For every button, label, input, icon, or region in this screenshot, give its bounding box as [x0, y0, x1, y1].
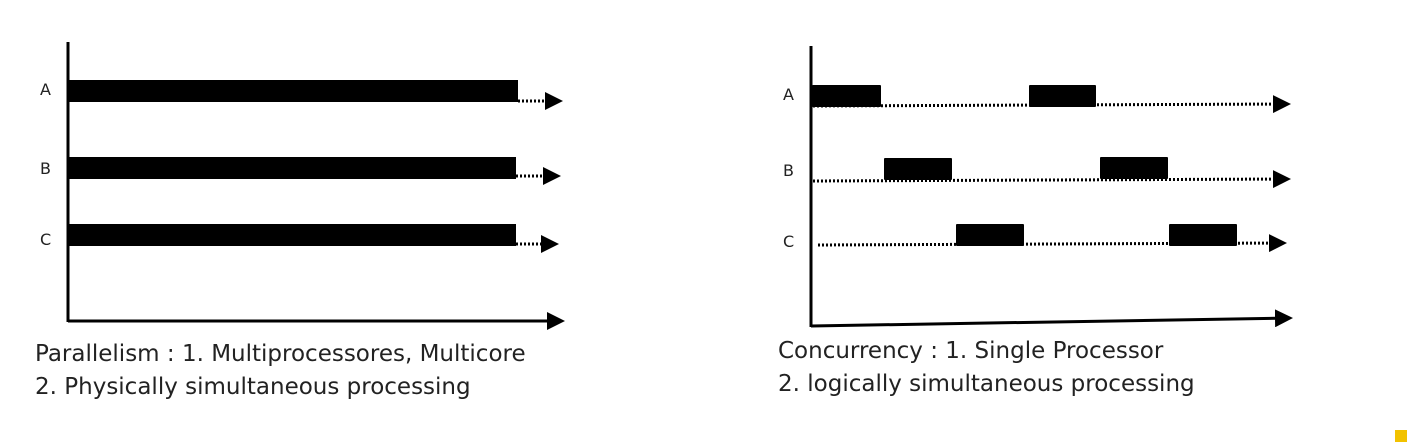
- concurrency-slice-c1: [956, 224, 1024, 246]
- concurrency-slice-a1: [812, 85, 881, 107]
- concurrency-caption: Concurrency : 1. Single Processor 2. log…: [778, 335, 1195, 401]
- concurrency-caption-line-2: 2. logically simultaneous processing: [778, 371, 1195, 397]
- corner-accent-mark: [1395, 430, 1407, 442]
- parallelism-row-label-a: A: [40, 80, 51, 99]
- concurrency-x-axis: [810, 309, 1293, 328]
- concurrency-slice-b2: [1100, 157, 1168, 179]
- concurrency-caption-line-1: Concurrency : 1. Single Processor: [778, 338, 1164, 364]
- parallelism-caption-line-2: 2. Physically simultaneous processing: [35, 374, 471, 400]
- concurrency-panel: A B C: [783, 46, 1293, 328]
- parallelism-panel: A B C: [40, 42, 565, 330]
- concurrency-row-label-a: A: [783, 85, 794, 104]
- concurrency-row-label-c: C: [783, 232, 794, 251]
- concurrency-slice-b1: [884, 158, 952, 180]
- parallelism-caption: Parallelism : 1. Multiprocessores, Multi…: [35, 338, 526, 404]
- concurrency-dotted-timeline-b: [812, 170, 1291, 189]
- parallelism-caption-line-1: Parallelism : 1. Multiprocessores, Multi…: [35, 341, 526, 367]
- parallelism-row-label-b: B: [40, 159, 51, 178]
- parallelism-bar-b: [68, 157, 516, 179]
- parallelism-row-label-c: C: [40, 230, 51, 249]
- concurrency-slice-a2: [1029, 85, 1096, 107]
- concurrency-slice-c2: [1169, 224, 1237, 246]
- concurrency-row-label-b: B: [783, 161, 794, 180]
- parallelism-bar-c: [68, 224, 516, 246]
- parallelism-bar-a: [68, 80, 518, 102]
